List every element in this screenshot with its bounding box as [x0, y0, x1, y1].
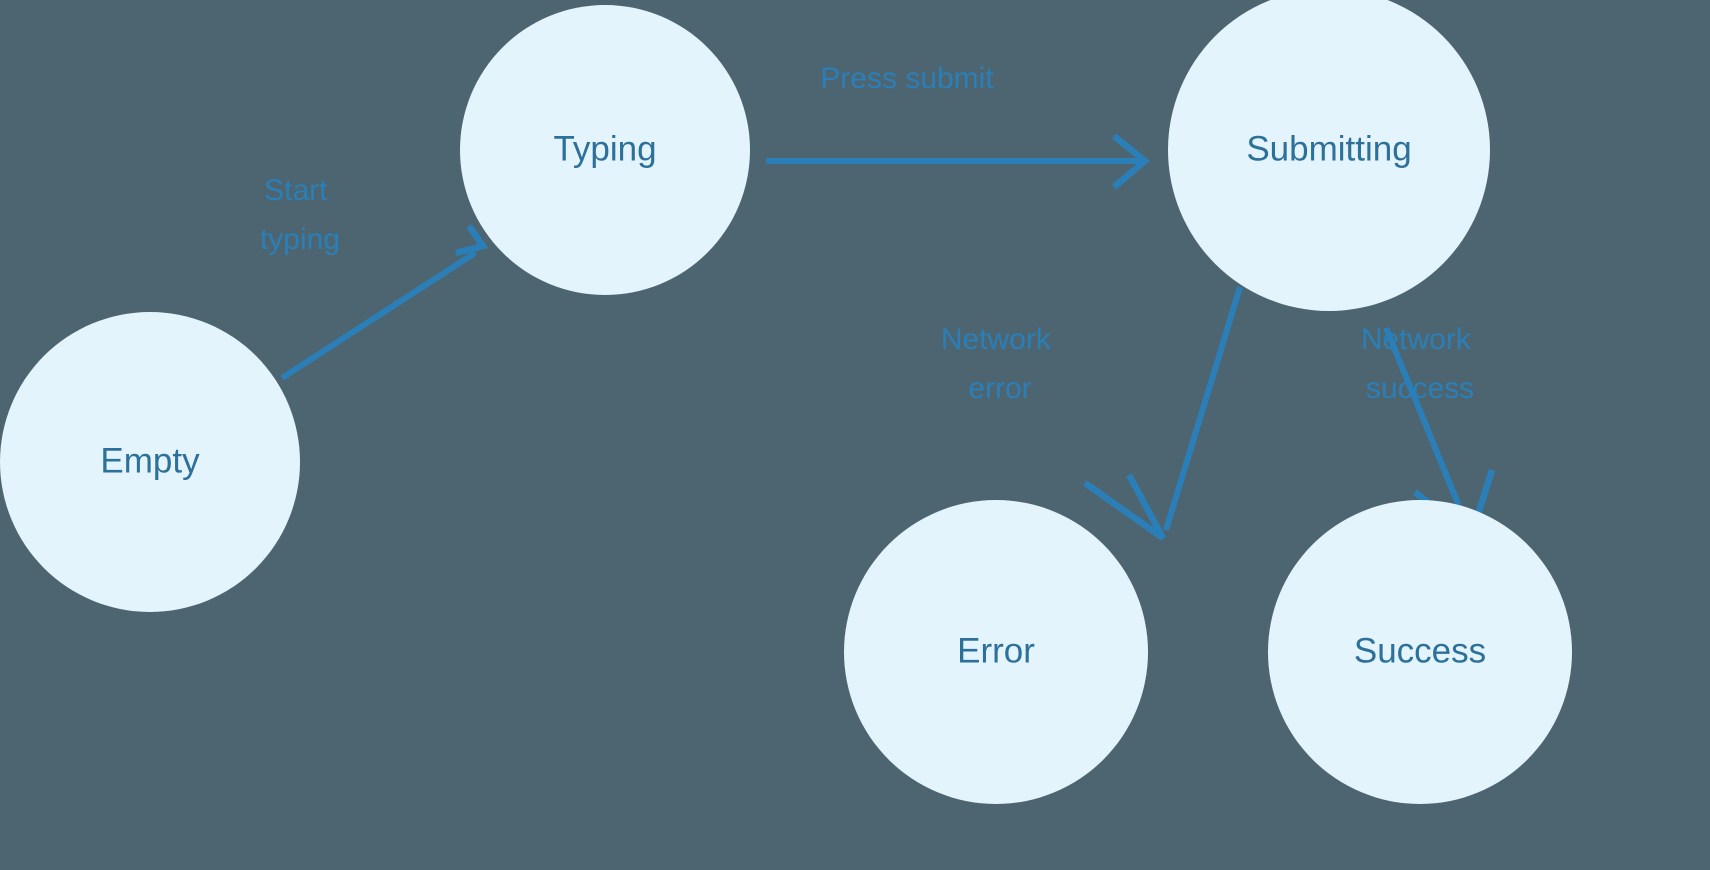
node-empty[interactable]: Empty	[0, 312, 300, 612]
edge-empty-to-typing-line	[280, 250, 477, 381]
node-submitting-label: Submitting	[1246, 129, 1411, 168]
edge-label-line: Network	[1361, 323, 1472, 356]
node-submitting-circle[interactable]	[1168, 0, 1490, 311]
edge-submitting-to-error-arrowhead	[1083, 473, 1166, 541]
node-error[interactable]: Error	[844, 500, 1148, 804]
edge-empty-to-typing-arrowhead	[455, 224, 489, 257]
edge-label-line: Network	[941, 323, 1052, 356]
edge-empty-to-typing-label: Start typing	[260, 174, 340, 256]
node-typing-label: Typing	[553, 129, 656, 168]
edge-submitting-to-error-line	[1163, 286, 1243, 531]
edge-submitting-to-error-label: Network error	[941, 323, 1059, 405]
edge-label-line: Press submit	[820, 62, 994, 95]
node-empty-label: Empty	[100, 441, 200, 480]
node-success-circle[interactable]	[1268, 500, 1572, 804]
edge-typing-to-submitting-label: Press submit	[820, 62, 994, 95]
edge-label-line: error	[968, 372, 1031, 405]
edge-label-line: typing	[260, 223, 340, 256]
node-typing-circle[interactable]	[460, 5, 750, 295]
edge-submitting-to-success-line	[1383, 326, 1471, 530]
edge-typing-to-submitting-arrowhead	[1111, 133, 1151, 190]
node-typing[interactable]: Typing	[460, 5, 750, 295]
node-error-circle[interactable]	[844, 500, 1148, 804]
node-success[interactable]: Success	[1268, 500, 1572, 804]
edge-submitting-to-success-label: Network success	[1361, 323, 1479, 405]
edge-label-line: success	[1366, 372, 1474, 405]
edge-typing-to-submitting: Press submit	[766, 62, 1151, 190]
edge-empty-to-typing: Start typing	[260, 174, 489, 381]
node-submitting[interactable]: Submitting	[1168, 0, 1490, 311]
node-error-label: Error	[957, 631, 1035, 670]
node-empty-circle[interactable]	[0, 312, 300, 612]
edge-label-line: Start	[264, 174, 328, 207]
edge-submitting-to-error: Network error	[941, 286, 1243, 541]
node-success-label: Success	[1354, 631, 1486, 670]
edge-submitting-to-success: Network success	[1361, 323, 1496, 543]
